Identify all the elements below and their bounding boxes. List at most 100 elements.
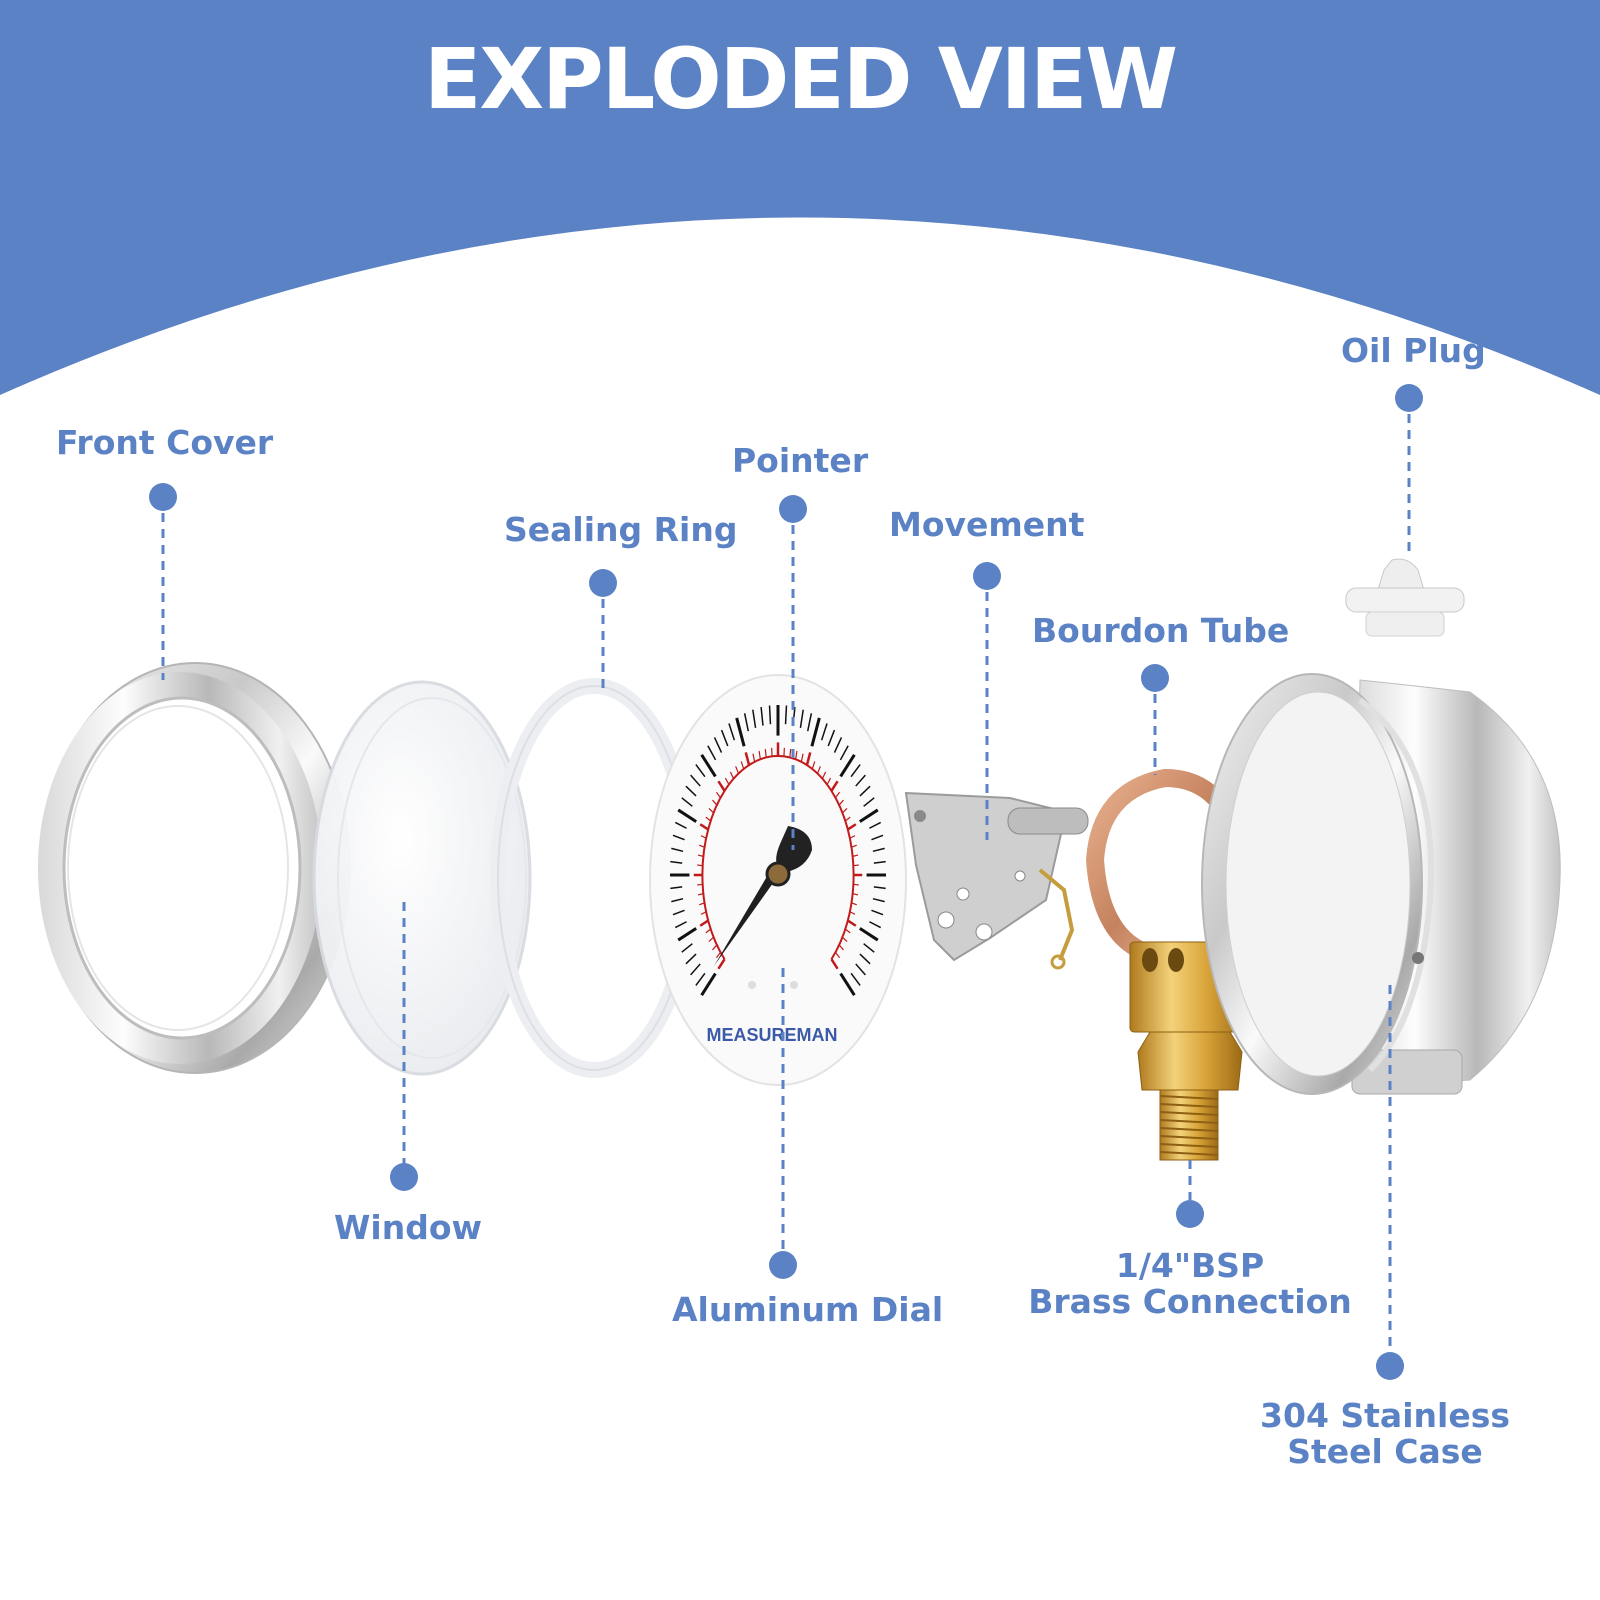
dial-tick-inner (717, 780, 726, 792)
dial-tick (869, 921, 882, 929)
dial-tick-inner (699, 823, 709, 831)
dial-tick (855, 963, 866, 976)
dial-tick (859, 953, 871, 965)
dial-scale (670, 705, 886, 997)
dial-tick (858, 808, 879, 823)
dial-tick (674, 921, 687, 929)
dial-tick (735, 717, 746, 747)
aluminum-dial-dot (769, 1251, 797, 1279)
dial-tick (760, 707, 764, 726)
connection-threads (1159, 1095, 1219, 1156)
dial-tick (850, 972, 861, 986)
dial-tick (799, 709, 804, 728)
dial-tick (858, 927, 879, 942)
dial-tick-inner (816, 766, 821, 774)
dial-tick-inner (789, 749, 792, 758)
dial-tick (695, 972, 706, 986)
dial-tick-inner (795, 750, 798, 760)
pointer-label: Pointer (732, 441, 869, 480)
dial-tick (869, 821, 882, 829)
front-cover-dot (149, 483, 177, 511)
dial-tick-inner (715, 791, 721, 799)
dial-tick (827, 729, 836, 747)
movement-label: Movement (889, 505, 1085, 544)
dial-tick-inner (830, 958, 839, 970)
thread-line (1159, 1111, 1219, 1116)
thread-line (1159, 1151, 1219, 1156)
dial-tick (839, 972, 856, 997)
dial-tick (820, 723, 828, 741)
movement-part (904, 791, 1089, 970)
dial-tick-inner (847, 919, 857, 927)
dial-tick-inner (758, 750, 761, 760)
dial-tick-inner (740, 761, 745, 770)
pointer-dot (779, 495, 807, 523)
dial-tick (700, 753, 717, 778)
dial-tick-inner (835, 791, 841, 799)
dial-tick (728, 723, 736, 741)
dial-tick-inner (847, 823, 857, 831)
dial-tick (677, 808, 698, 823)
thread-line (1159, 1127, 1219, 1132)
dial-tick-inner (805, 752, 812, 766)
dial-tick (672, 909, 685, 916)
brass-connection-label-line2: Brass Connection (1028, 1282, 1352, 1321)
dial-tick (872, 897, 885, 903)
stainless-steel-case-part (1201, 673, 1561, 1095)
dial-brand: MEASUREMAN (706, 1025, 837, 1045)
dial-tick (707, 745, 717, 761)
dial-tick (677, 927, 698, 942)
dial-tick-inner (752, 753, 756, 762)
case-dot (1376, 1352, 1404, 1380)
page-title: EXPLODED VIEW (423, 30, 1178, 128)
front-cover-label: Front Cover (56, 423, 274, 462)
thread-line (1159, 1135, 1219, 1140)
dial-tick (685, 785, 697, 797)
dial-tick-inner (800, 753, 804, 762)
dial-tick (872, 847, 885, 853)
dial-tick (810, 717, 821, 747)
dial-tick-inner (744, 752, 751, 766)
dial-tick (839, 745, 849, 761)
thread-line (1159, 1095, 1219, 1100)
bourdon-tube-dot (1141, 664, 1169, 692)
window-dot (390, 1163, 418, 1191)
dial-tick-inner (826, 777, 832, 785)
oil-plug-dot (1395, 384, 1423, 412)
dial-tick (859, 785, 871, 797)
movement-dot (973, 562, 1001, 590)
dial-tick-inner (735, 766, 740, 774)
dial-tick (806, 713, 813, 732)
dial-tick (752, 709, 757, 728)
dial-tick-inner (811, 761, 816, 770)
thread-line (1159, 1143, 1219, 1148)
dial-tick (873, 860, 886, 864)
dial-tick-inner (821, 771, 827, 779)
dial-tick (784, 705, 788, 725)
case-label-line2: Steel Case (1287, 1432, 1483, 1471)
bourdon-tube-label: Bourdon Tube (1032, 611, 1290, 650)
window-label: Window (334, 1208, 482, 1247)
front-cover-part (38, 662, 351, 1074)
dial-tick (720, 729, 729, 747)
dial-tick (690, 963, 701, 976)
dial-tick (700, 972, 717, 997)
dial-tick (863, 797, 875, 807)
leader-dots (149, 384, 1423, 1380)
dial-tick-inner (715, 951, 721, 959)
oil-plug-label: Oil Plug (1341, 331, 1486, 370)
dial-tick (833, 737, 843, 753)
dial-tick (670, 860, 683, 864)
dial-tick (671, 847, 684, 853)
dial-tick (672, 834, 685, 841)
brass-connection-label: 1/4"BSP Brass Connection (1020, 1248, 1360, 1320)
dial-tick-inner (764, 749, 767, 758)
dial-tick (871, 834, 884, 841)
dial-tick (855, 774, 866, 787)
dial-tick (695, 764, 706, 778)
dial-tick (743, 713, 750, 732)
aluminum-dial-label: Aluminum Dial (672, 1290, 944, 1329)
dial-tick-inner (717, 958, 726, 970)
dial-tick (670, 886, 683, 890)
